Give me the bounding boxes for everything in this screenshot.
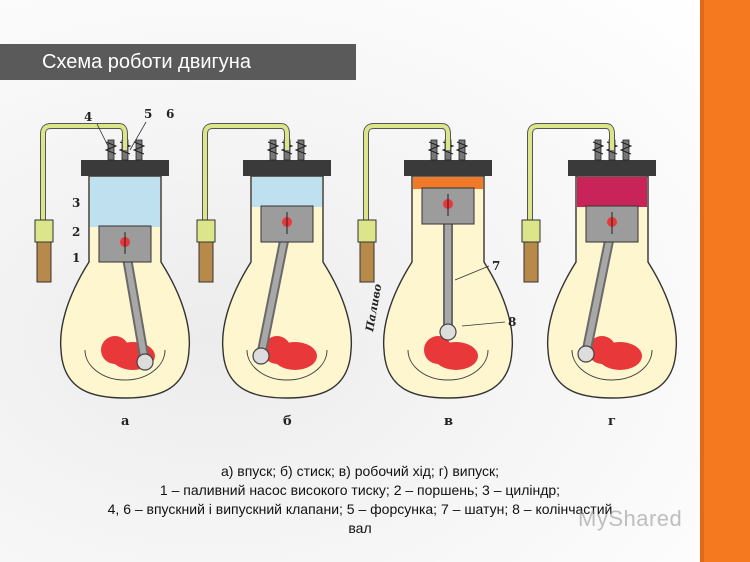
valve-stem [594, 139, 602, 161]
crank-web [424, 336, 452, 364]
rotation-arrow [407, 349, 489, 381]
fuel-pump-body [198, 241, 214, 283]
part-number-4: 4 [84, 110, 92, 124]
valve-stem [269, 139, 277, 161]
fuel-line [41, 124, 127, 222]
caption-line-4: вал [348, 520, 372, 536]
valve-spring [619, 141, 633, 155]
stage-label-3: в [444, 414, 453, 429]
fuel-line [203, 124, 289, 222]
leader-line-7 [454, 265, 490, 281]
valve-spring [266, 141, 280, 155]
fuel-pump-head [34, 219, 54, 243]
watermark-logo: MyShared [578, 506, 683, 531]
engine-stage-4: г [521, 123, 678, 429]
crank-web [263, 336, 291, 364]
rotation-arrow [571, 349, 653, 381]
stage-label-2: б [283, 414, 292, 429]
valve-stem [430, 139, 438, 161]
part-number-6: 6 [166, 107, 174, 121]
leader-line-4 [96, 123, 111, 151]
valve-spring [104, 141, 118, 155]
connecting-rod-highlight [122, 243, 148, 365]
fuel-pump-head [357, 219, 377, 243]
valve-spring [132, 141, 146, 155]
connecting-rod-highlight [583, 223, 615, 357]
valve-stem [458, 139, 466, 161]
cylinder-charge [577, 177, 647, 207]
fuel-label: Паливо [363, 283, 384, 334]
engine-stage-3: в [357, 123, 514, 429]
slide-title: Схема роботи двигуна [42, 51, 251, 73]
crank-pin [252, 347, 270, 365]
leader-line-5 [129, 121, 147, 151]
engine-stage-2: б [196, 123, 353, 429]
crankcase [221, 175, 353, 399]
cylinder-charge [252, 177, 322, 207]
part-number-8: 8 [508, 315, 516, 329]
caption-line-3: 4, 6 – впускний і випускний клапани; 5 –… [107, 501, 613, 517]
crankcase [546, 175, 678, 399]
cylinder-head [568, 160, 656, 176]
fuel-pump-head [521, 219, 541, 243]
part-number-7: 7 [492, 259, 500, 273]
crank-pin [577, 345, 595, 363]
leader-line-8 [461, 321, 506, 327]
valve-stem [107, 139, 115, 161]
part-number-5: 5 [144, 107, 152, 121]
connecting-rod-highlight [258, 223, 290, 359]
valve-stem [135, 139, 143, 161]
fuel-pump-body [359, 241, 375, 283]
title-banner [0, 44, 356, 80]
rotation-arrow [84, 349, 166, 381]
fuel-line [364, 124, 450, 222]
stage-label-1: а [121, 414, 130, 429]
valve-spring [591, 141, 605, 155]
crank-web [101, 336, 129, 364]
caption-line-2: 1 – паливний насос високого тиску; 2 – п… [159, 482, 561, 498]
engine-stage-1: а [34, 123, 191, 429]
fuel-pump-body [36, 241, 52, 283]
valve-stem [297, 139, 305, 161]
cylinder-charge [90, 177, 160, 227]
valve-spring [427, 141, 441, 155]
crank-pin [439, 323, 457, 341]
valve-spring [294, 141, 308, 155]
engine-cycle-diagram: а б в г 4 5 6 3 2 1 7 8 Паливо [34, 107, 678, 429]
valve-stem [622, 139, 630, 161]
part-number-2: 2 [72, 225, 80, 239]
fuel-line [528, 124, 614, 222]
diagram-caption: а) впуск; б) стиск; в) робочий хід; г) в… [40, 462, 680, 538]
cylinder-charge [413, 177, 483, 189]
part-number-3: 3 [72, 196, 80, 210]
rotation-arrow [246, 349, 328, 381]
stage-label-4: г [608, 414, 616, 429]
crank-web [588, 336, 616, 364]
orange-accent-bar [700, 0, 750, 562]
crank-pin [136, 353, 154, 371]
cylinder-head [243, 160, 331, 176]
cylinder-head [404, 160, 492, 176]
fuel-pump-head [196, 219, 216, 243]
caption-line-1: а) впуск; б) стиск; в) робочий хід; г) в… [220, 463, 500, 479]
part-number-1: 1 [72, 251, 80, 265]
fuel-pump-body [523, 241, 539, 283]
valve-spring [455, 141, 469, 155]
cylinder-head [81, 160, 169, 176]
crankcase [59, 175, 191, 399]
